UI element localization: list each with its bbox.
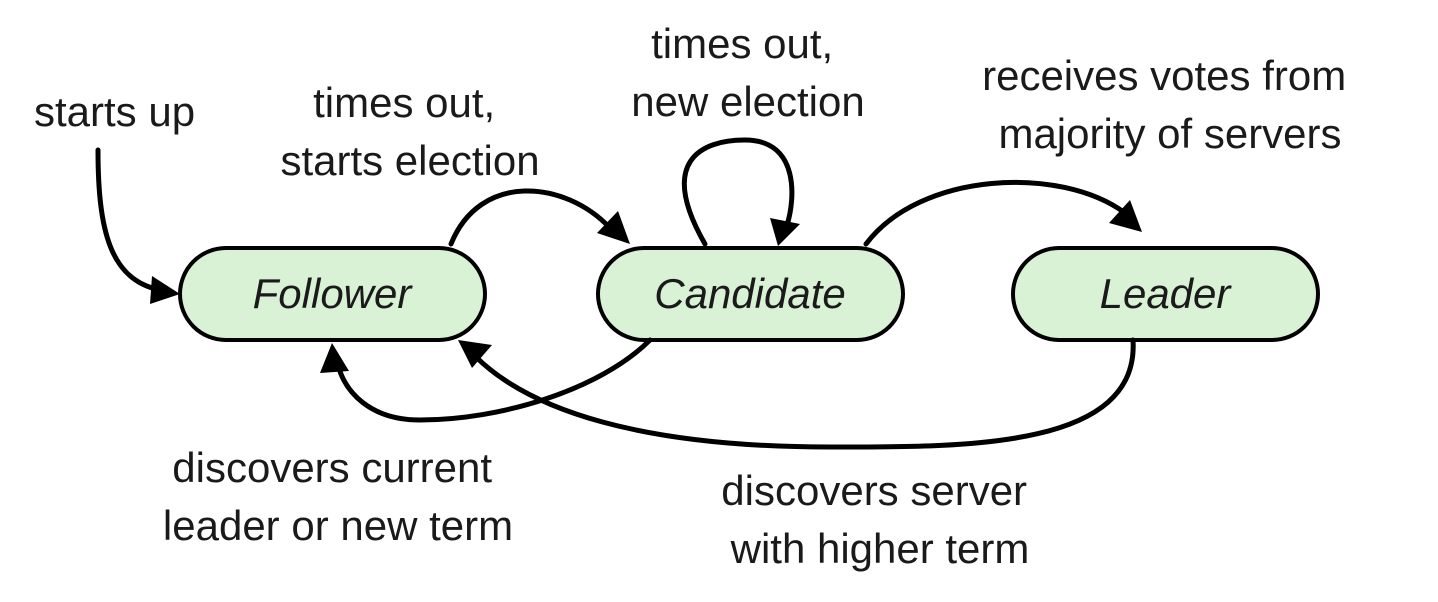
state-leader: Leader [1011,246,1320,342]
higher-term-line-2: with higher term [730,525,1030,572]
edge-leader-to-follower [458,337,1136,450]
starts-election-line-1: times out, [313,79,495,126]
higher-term-line-1: discovers server [721,467,1027,514]
edge-candidate-self [682,137,800,247]
current-leader-label: discovers current leader or new term [163,444,513,549]
new-election-line-2: new election [631,78,864,125]
state-candidate-shape [596,246,905,342]
edge-candidate-to-follower [320,337,653,423]
edge-leader-to-follower-arrowhead [458,340,492,368]
starts-election-line-2: starts election [280,137,539,184]
state-candidate: Candidate [596,246,905,342]
edge-start-line [95,147,163,293]
starts-up-label: starts up [34,88,195,135]
edge-start-arrowhead [150,276,180,304]
majority-votes-line-2: majority of servers [998,110,1341,157]
edge-candidate-self-line [682,137,795,247]
edge-leader-to-follower-line [473,337,1136,450]
state-follower-label: Follower [253,270,414,317]
current-leader-line-1: discovers current [172,444,492,491]
edge-candidate-self-arrowhead [770,218,800,246]
state-leader-label: Leader [1100,270,1233,317]
edge-candidate-to-leader-line [863,179,1128,247]
state-follower: Follower [178,246,487,342]
new-election-line-1: times out, [651,20,833,67]
edge-candidate-to-follower-arrowhead [320,343,349,373]
majority-votes-line-1: receives votes from [982,52,1346,99]
edge-follower-to-candidate [448,188,630,247]
majority-votes-label: receives votes from majority of servers [982,52,1358,157]
new-election-label: times out, new election [631,20,864,125]
edge-candidate-to-follower-line [335,337,653,423]
edge-start [95,147,180,304]
state-candidate-label: Candidate [654,270,845,317]
starts-up-line-1: starts up [34,88,195,135]
edge-follower-to-candidate-line [448,188,613,247]
starts-election-label: times out, starts election [280,79,539,184]
edge-candidate-to-leader [863,179,1142,247]
higher-term-label: discovers server with higher term [721,467,1038,572]
edge-candidate-to-leader-arrowhead [1109,200,1142,232]
state-leader-shape [1011,246,1320,342]
current-leader-line-2: leader or new term [163,502,513,549]
edge-follower-to-candidate-arrowhead [597,211,630,244]
